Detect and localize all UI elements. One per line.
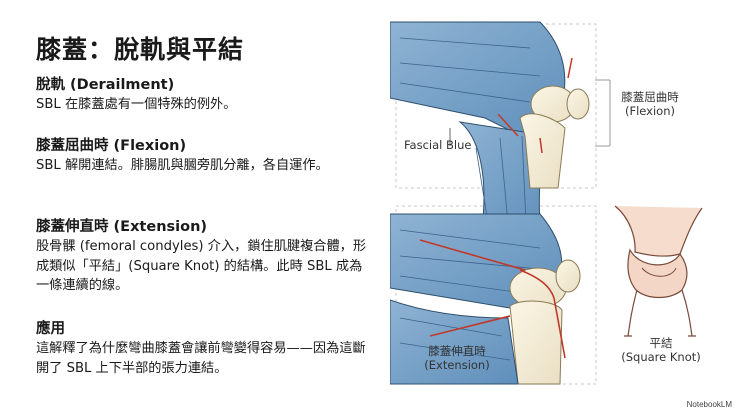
square-knot-illustration: [614, 205, 703, 337]
flexion-label-en: (Flexion): [625, 104, 675, 118]
extension-label-en: (Extension): [424, 358, 490, 372]
section-derailment: 脫軌 (Derailment) SBL 在膝蓋處有一個特殊的例外。: [36, 76, 366, 115]
flexion-label: 膝蓋屈曲時 (Flexion): [610, 90, 690, 118]
square-knot-label-zh: 平結: [649, 336, 673, 350]
section-heading: 膝蓋屈曲時 (Flexion): [36, 138, 187, 154]
extension-label-zh: 膝蓋伸直時: [428, 344, 486, 358]
page-title: 膝蓋：脫軌與平結: [36, 35, 245, 64]
flexion-label-zh: 膝蓋屈曲時: [621, 90, 679, 104]
brand-watermark: NotebookLM: [686, 400, 732, 409]
fascial-blue-label: Fascial Blue: [404, 138, 472, 152]
extension-label: 膝蓋伸直時 (Extension): [412, 344, 502, 372]
knee-illustration: 膝蓋屈曲時 (Flexion) Fascial Blue 膝蓋伸直時 (Exte…: [389, 18, 740, 398]
knee-anatomy-drawing: [389, 21, 703, 385]
section-body: SBL 解開連結。腓腸肌與膕旁肌分離，各自運作。: [36, 158, 329, 173]
flexed-knee-drawing: [389, 21, 590, 229]
section-body: 這解釋了為什麼彎曲膝蓋會讓前彎變得容易——因為這斷開了 SBL 上下半部的張力連…: [36, 341, 366, 376]
section-extension: 膝蓋伸直時 (Extension) 股骨髁 (femoral condyles)…: [36, 218, 366, 296]
square-knot-label-en: (Square Knot): [621, 350, 701, 364]
section-body: SBL 在膝蓋處有一個特殊的例外。: [36, 97, 237, 112]
section-application: 應用 這解釋了為什麼彎曲膝蓋會讓前彎變得容易——因為這斷開了 SBL 上下半部的…: [36, 320, 366, 378]
section-flexion: 膝蓋屈曲時 (Flexion) SBL 解開連結。腓腸肌與膕旁肌分離，各自運作。: [36, 137, 366, 176]
extended-knee-drawing: [389, 213, 581, 385]
section-body: 股骨髁 (femoral condyles) 介入，鎖住肌腱複合體，形成類似「平…: [36, 239, 367, 293]
section-heading: 脫軌 (Derailment): [36, 77, 175, 93]
square-knot-label: 平結 (Square Knot): [616, 336, 706, 364]
section-heading: 膝蓋伸直時 (Extension): [36, 219, 208, 235]
section-heading: 應用: [36, 321, 65, 337]
